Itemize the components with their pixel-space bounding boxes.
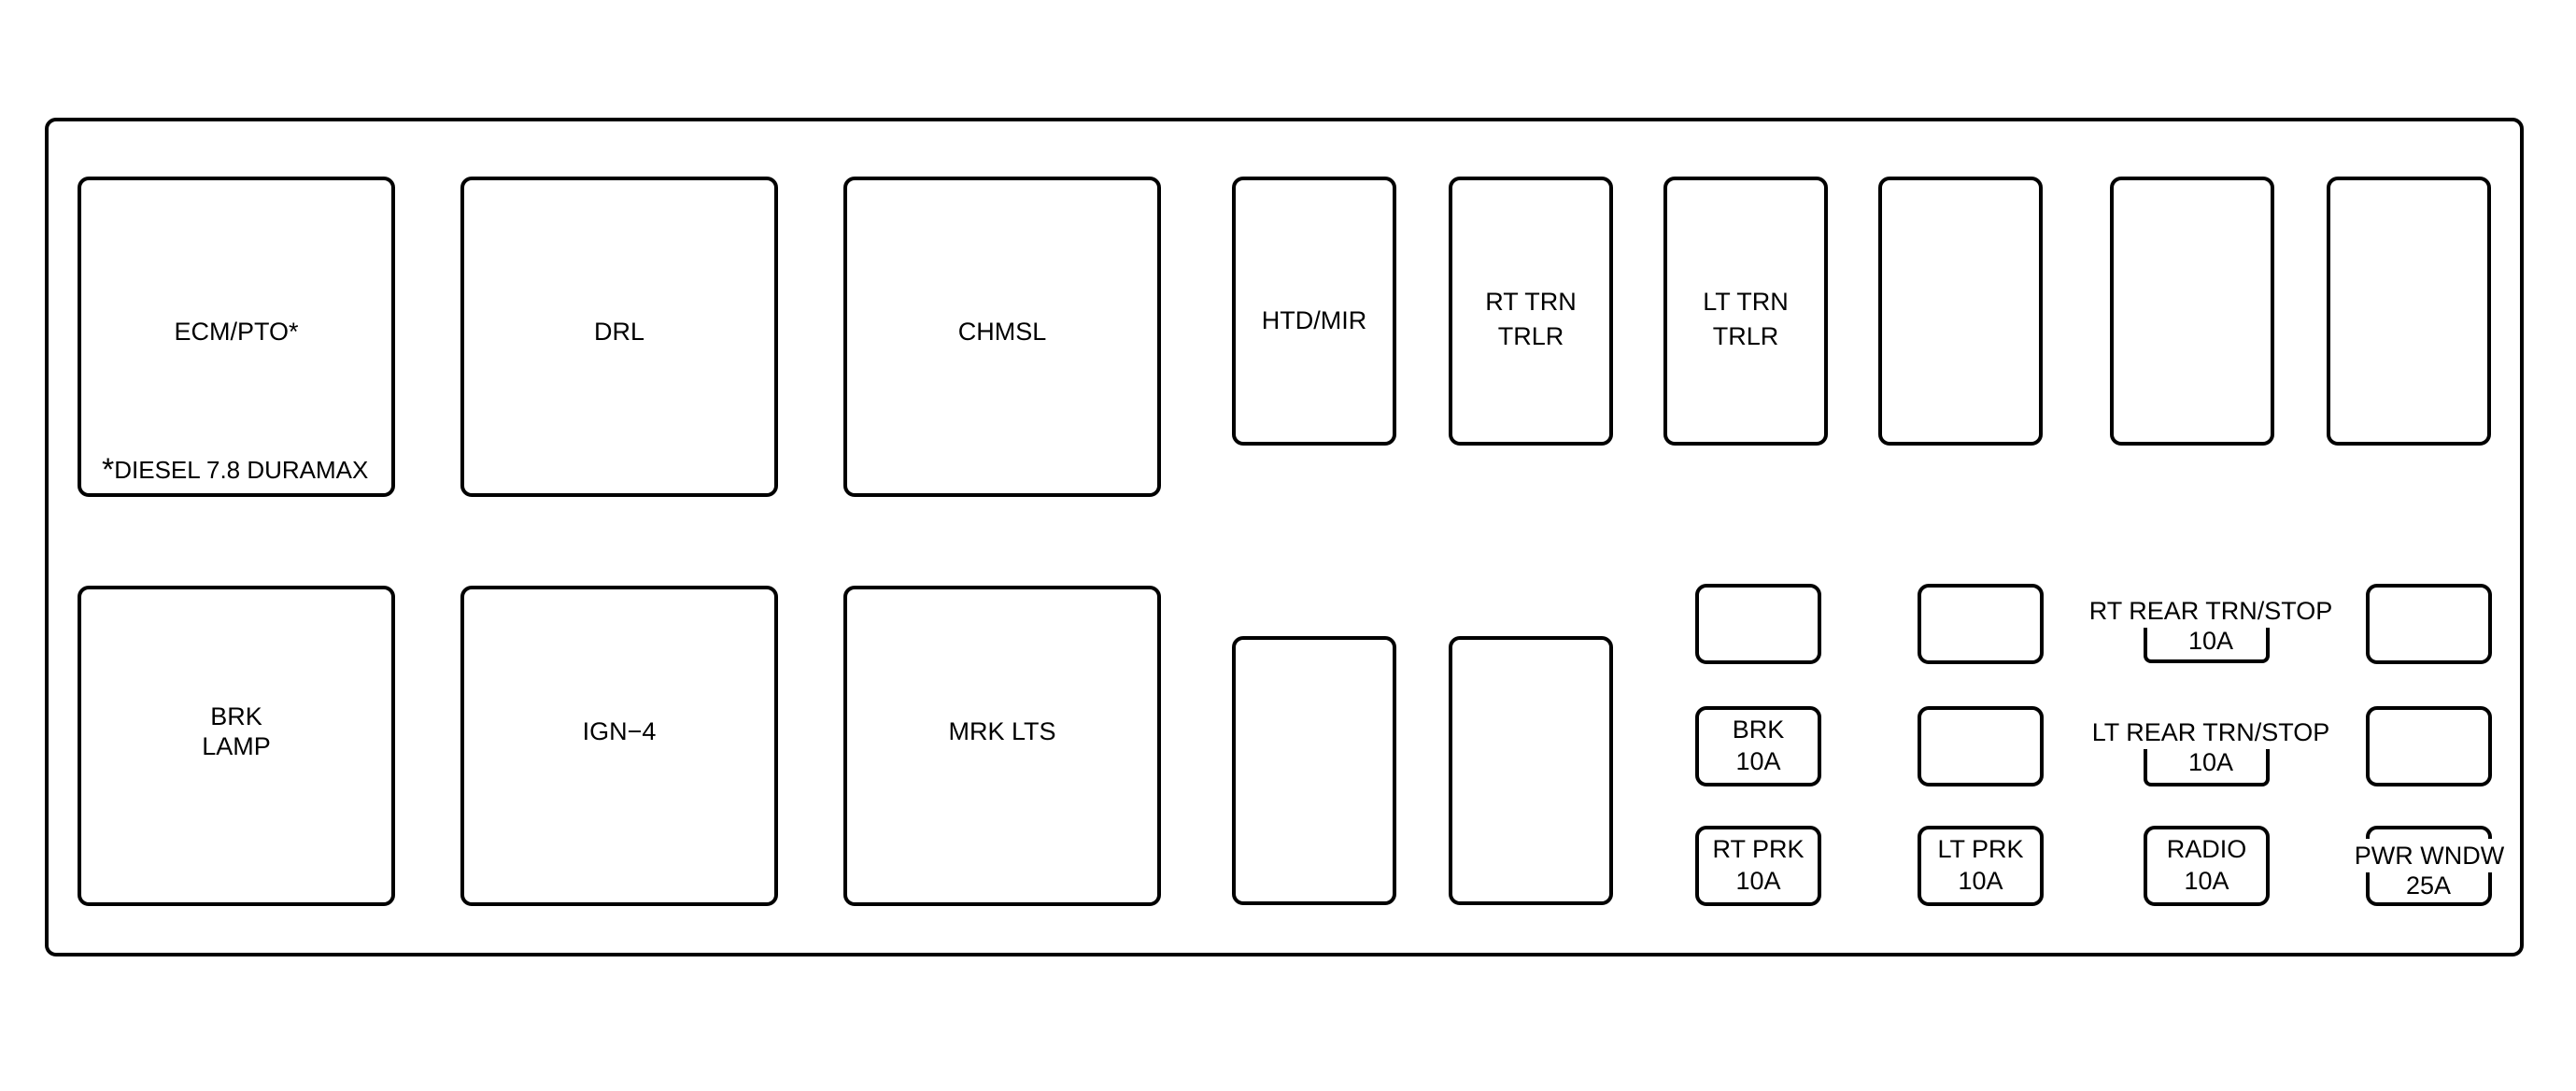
fuse-label-line1: LT PRK	[1937, 835, 2024, 863]
fuse-label: DRL	[593, 318, 644, 346]
footnote: *DIESEL 7.8 DURAMAX	[102, 454, 369, 486]
fuse-rating-label: 10A	[2169, 624, 2253, 658]
fuse-label-line2: LAMP	[202, 732, 271, 760]
fuse-label: IGN−4	[582, 717, 657, 745]
fuse-label: CHMSL	[957, 318, 1047, 346]
fuse-label-line1: RADIO	[2166, 835, 2247, 863]
mini-fuse-lt-rear-trn-stop	[2144, 719, 2270, 786]
fuse-ign-4: IGN−4	[460, 586, 778, 906]
fuse-empty-slot	[1878, 177, 2043, 446]
mini-fuse-brk: BRK 10A	[1695, 706, 1821, 786]
mini-fuse-empty-slot	[1695, 584, 1821, 664]
fuse-label-line1: BRK	[1732, 716, 1785, 744]
fuse-name-label: PWR WNDW	[2345, 839, 2513, 872]
fuse-label-line2: TRLR	[1497, 322, 1564, 350]
mini-fuse-empty-slot	[2366, 706, 2492, 786]
mini-fuse-empty-slot	[1918, 706, 2044, 786]
fuse-htd-mir: HTD/MIR	[1232, 177, 1396, 446]
fuse-lt-trn-trlr: LT TRN TRLR	[1663, 177, 1828, 446]
fuse-block-panel	[45, 118, 2524, 956]
fuse-empty-slot	[2110, 177, 2274, 446]
mini-fuse-rt-rear-trn-stop	[2144, 598, 2270, 663]
mini-fuse-empty-slot	[1918, 584, 2044, 664]
fuse-label-line2: 10A	[1735, 747, 1781, 775]
fuse-rating-label: 25A	[2392, 869, 2465, 902]
fuse-label: MRK LTS	[948, 717, 1056, 745]
fuse-label-line2: TRLR	[1712, 322, 1779, 350]
fuse-label-line2: 10A	[2184, 867, 2229, 895]
mini-fuse-rt-prk: RT PRK 10A	[1695, 826, 1821, 906]
fuse-name-label: RT REAR TRN/STOP	[2085, 594, 2337, 628]
footnote-text: DIESEL 7.8 DURAMAX	[114, 456, 369, 484]
fuse-brk-lamp: BRK LAMP	[78, 586, 395, 906]
mini-fuse-radio: RADIO 10A	[2144, 826, 2270, 906]
fuse-name-label: LT REAR TRN/STOP	[2085, 716, 2337, 749]
fuse-label-line2: 10A	[1735, 867, 1781, 895]
fuse-label-line1: LT TRN	[1703, 288, 1789, 316]
fuse-label-line1: RT PRK	[1712, 835, 1805, 863]
fuse-empty-slot	[1232, 636, 1396, 905]
mini-fuse-empty-slot	[2366, 584, 2492, 664]
fuse-drl: DRL	[460, 177, 778, 497]
footnote-marker: *	[102, 452, 115, 488]
fuse-label-line1: BRK	[210, 702, 262, 730]
fuse-rating-label: 10A	[2169, 745, 2253, 779]
fuse-empty-slot	[2327, 177, 2491, 446]
fuse-label-line1: RT TRN	[1485, 288, 1577, 316]
fuse-label: ECM/PTO*	[174, 318, 299, 346]
fuse-chmsl: CHMSL	[843, 177, 1161, 497]
fuse-mrk-lts: MRK LTS	[843, 586, 1161, 906]
mini-fuse-lt-prk: LT PRK 10A	[1918, 826, 2044, 906]
fuse-label: HTD/MIR	[1261, 306, 1367, 334]
fuse-empty-slot	[1449, 636, 1613, 905]
fuse-ecm-pto: ECM/PTO* *DIESEL 7.8 DURAMAX	[78, 177, 395, 497]
fuse-rt-trn-trlr: RT TRN TRLR	[1449, 177, 1613, 446]
fuse-label-line2: 10A	[1958, 867, 2003, 895]
